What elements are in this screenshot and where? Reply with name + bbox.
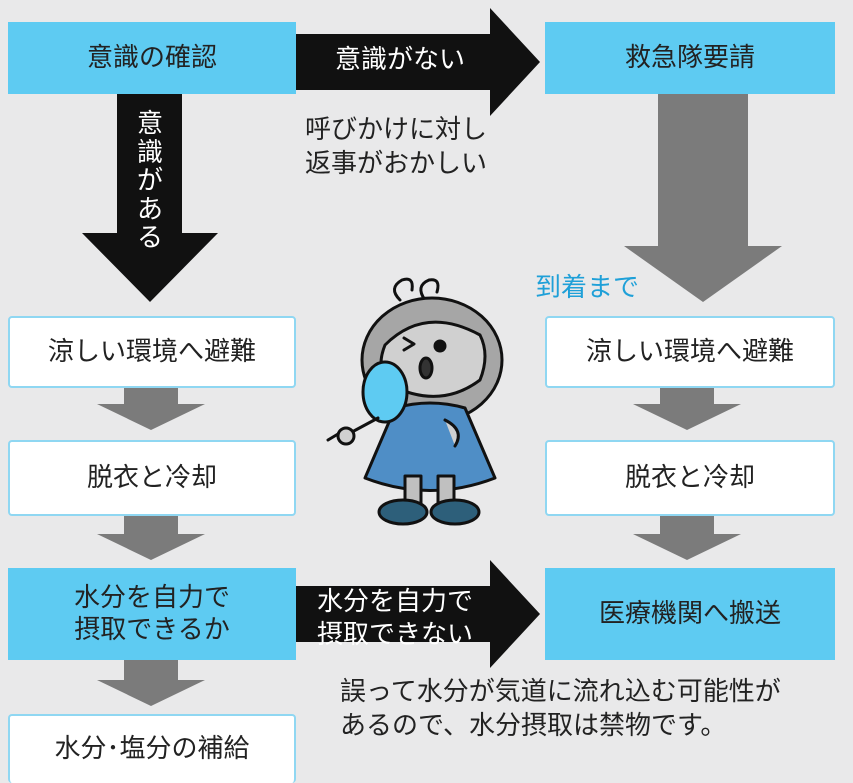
right-cool-box: 脱衣と冷却 bbox=[545, 440, 835, 516]
call-ambulance-box: 救急隊要請 bbox=[545, 22, 835, 94]
cannot-drink-label: 水分を自力で 摂取できない bbox=[300, 586, 490, 651]
conscious-char: る bbox=[136, 223, 163, 254]
abnormal-line1: 呼びかけに対し bbox=[305, 115, 488, 145]
conscious-char: 意 bbox=[136, 109, 163, 139]
conscious-char: 識 bbox=[136, 137, 163, 168]
unconscious-label: 意識がない bbox=[334, 45, 465, 75]
left-evacuate-box: 涼しい環境へ避難 bbox=[8, 316, 296, 388]
confirm-consciousness-box: 意識の確認 bbox=[8, 22, 296, 94]
left-down-arrow-3 bbox=[97, 660, 205, 706]
warning-line2: あるので、水分摂取は禁物です。 bbox=[340, 710, 727, 741]
right-evacuate-box: 涼しい環境へ避難 bbox=[545, 316, 835, 388]
cannot-drink-line1: 水分を自力で bbox=[316, 587, 473, 617]
aspiration-warning-note: 誤って水分が気道に流れ込む可能性が あるので、水分摂取は禁物です。 bbox=[340, 676, 781, 744]
left-down-arrow-2 bbox=[97, 516, 205, 560]
conscious-arrow bbox=[82, 94, 218, 302]
right-down-arrow-2 bbox=[633, 516, 741, 560]
abnormal-response-note: 呼びかけに対し 返事がおかしい bbox=[305, 114, 487, 182]
supply-water-salt-box: 水分･塩分の補給 bbox=[8, 714, 296, 783]
until-arrival-label: 到着まで bbox=[535, 273, 640, 303]
warning-line1: 誤って水分が気道に流れ込む可能性が bbox=[340, 677, 781, 707]
right-down-arrow-1 bbox=[633, 388, 741, 430]
conscious-char: が bbox=[136, 166, 163, 197]
conscious-char: あ bbox=[136, 194, 163, 225]
conscious-label: 意 識 が あ る bbox=[130, 110, 170, 253]
transport-hospital-box: 医療機関へ搬送 bbox=[545, 568, 835, 660]
unconscious-arrow bbox=[296, 8, 540, 116]
cannot-drink-arrow bbox=[296, 560, 540, 668]
cannot-drink-line2: 摂取できない bbox=[316, 619, 473, 650]
drink-question-line2: 摂取できるか bbox=[74, 615, 230, 645]
drink-question-line1: 水分を自力で bbox=[73, 582, 230, 613]
drink-question-box: 水分を自力で 摂取できるか bbox=[8, 568, 296, 660]
girl-fanning-illustration bbox=[326, 277, 504, 526]
abnormal-line2: 返事がおかしい bbox=[305, 148, 488, 179]
left-down-arrow-1 bbox=[97, 388, 205, 430]
left-cool-box: 脱衣と冷却 bbox=[8, 440, 296, 516]
ambulance-down-arrow bbox=[624, 94, 782, 302]
